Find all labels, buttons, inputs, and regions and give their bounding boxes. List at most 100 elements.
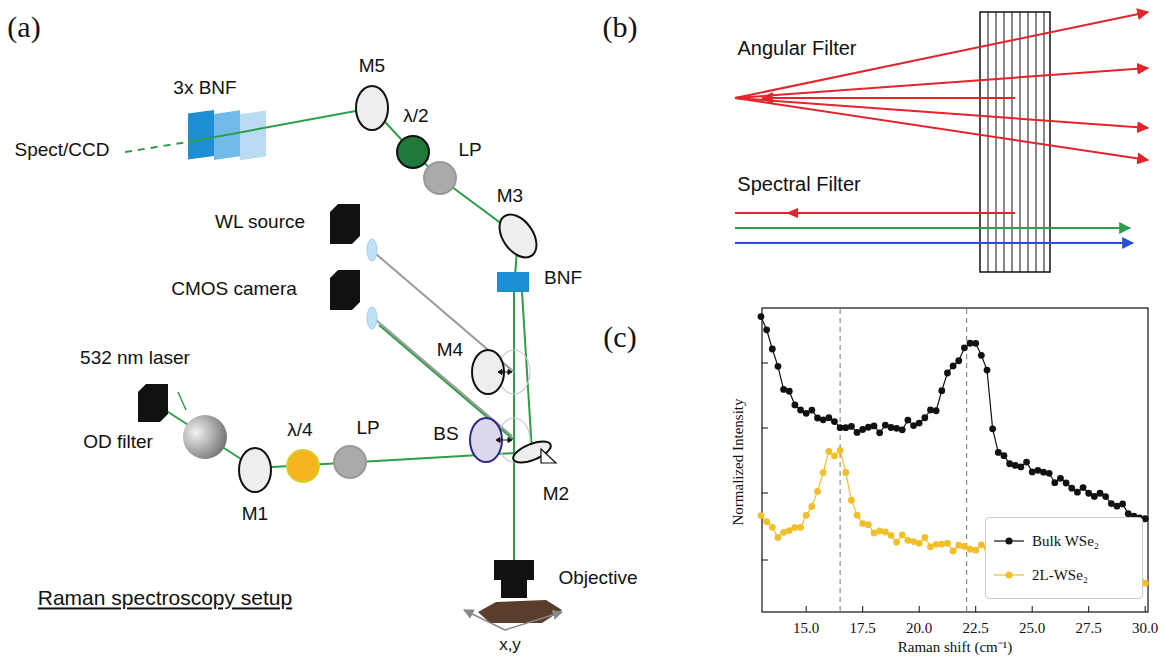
move-arrows <box>496 438 512 443</box>
tick-label: 27.5 <box>1076 620 1102 637</box>
x-tick <box>1145 606 1146 612</box>
data-point <box>921 414 928 421</box>
data-point <box>831 418 838 425</box>
spectral-rays <box>735 227 1130 229</box>
setup-title: Raman spectroscopy setup <box>38 586 292 609</box>
spectral-rays <box>786 208 798 218</box>
bnf-filter-stack <box>240 111 266 161</box>
data-point <box>775 534 782 541</box>
objective-and-stage <box>494 560 534 598</box>
legend-label: 2L-WSe₂ <box>1032 567 1088 584</box>
data-point <box>1023 459 1030 466</box>
data-point <box>808 407 815 414</box>
part-name: M1 <box>242 504 268 525</box>
data-point <box>842 424 849 431</box>
legend-label: Bulk WSe₂ <box>1032 533 1099 550</box>
data-point <box>848 423 855 430</box>
axis-name: x,y <box>499 636 521 655</box>
data-point <box>916 420 923 427</box>
data-point <box>820 469 827 476</box>
source-boxes <box>138 204 360 422</box>
panel-letter: (b) <box>603 10 638 43</box>
data-point <box>1102 493 1109 500</box>
linear-polarizer <box>334 446 366 478</box>
right-angle-mark <box>541 449 556 463</box>
data-point <box>758 512 765 519</box>
legend-dot <box>1005 571 1012 578</box>
white-light-path <box>376 254 514 436</box>
angular-rays <box>735 68 1148 98</box>
part-name: LP <box>356 418 379 439</box>
data-point <box>814 488 821 495</box>
series-bulk <box>758 313 1149 522</box>
filter-layer <box>1004 12 1005 272</box>
tick-label: 15.0 <box>793 620 819 637</box>
part-name: 532 nm laser <box>80 348 190 369</box>
data-point <box>1063 480 1070 487</box>
filter-layer <box>1012 12 1013 272</box>
mirror-m3 <box>492 208 544 265</box>
data-point <box>950 363 957 370</box>
angular-rays <box>735 12 1148 98</box>
data-point <box>882 529 889 536</box>
part-name: LP <box>458 140 481 161</box>
raman-plot <box>758 308 1149 612</box>
data-point <box>865 521 872 528</box>
od-filter <box>183 415 227 459</box>
linear-polarizer <box>424 162 456 194</box>
angular-rays <box>762 97 1015 99</box>
quarter-wave-plate <box>287 450 319 482</box>
data-line <box>761 317 1145 519</box>
move-arrows <box>496 370 512 443</box>
data-point <box>916 540 923 547</box>
bnf-filter <box>497 272 529 292</box>
data-point <box>967 546 974 553</box>
data-point <box>938 387 945 394</box>
filter-slab <box>980 12 1050 272</box>
data-point <box>803 512 810 519</box>
data-point <box>758 313 765 320</box>
y-tick <box>762 428 768 429</box>
laser-beam <box>125 142 188 152</box>
objective-and-stage <box>464 610 505 630</box>
half-wave-plate <box>397 136 429 168</box>
polarization-mark <box>178 392 186 410</box>
angular-rays <box>735 98 1148 128</box>
data-point <box>763 326 770 333</box>
data-point <box>961 344 968 351</box>
data-point <box>921 534 928 541</box>
part-name: BS <box>433 424 458 445</box>
x-tick <box>975 606 976 612</box>
laser-beam <box>372 108 518 236</box>
data-point <box>865 424 872 431</box>
legend-sample <box>994 534 1024 548</box>
guide-line <box>966 309 967 611</box>
panel-letter: (a) <box>7 10 40 43</box>
move-arrows <box>498 370 512 375</box>
data-point <box>763 518 770 525</box>
part-name: OD filter <box>83 432 153 453</box>
lenses <box>367 307 377 329</box>
data-point <box>888 532 895 539</box>
mirror-ghost <box>498 350 530 394</box>
data-point <box>899 426 906 433</box>
wl-source-box <box>330 204 360 244</box>
laser-beam <box>125 108 532 560</box>
data-point <box>899 531 906 538</box>
filter-name: Angular Filter <box>738 37 857 59</box>
x-tick <box>1032 606 1033 612</box>
tick-label: 22.5 <box>963 620 989 637</box>
data-point <box>792 402 799 409</box>
data-point <box>1001 452 1008 459</box>
data-point <box>825 448 832 455</box>
data-point <box>876 528 883 535</box>
tick-label: 20.0 <box>906 620 932 637</box>
data-point <box>978 352 985 359</box>
filter-layer <box>996 12 997 272</box>
spectral-rays <box>735 208 1133 243</box>
part-name: λ/4 <box>287 420 312 441</box>
data-point <box>1080 484 1087 491</box>
filter-slab <box>980 12 1050 272</box>
filter-layer <box>1036 12 1037 272</box>
filter-name: Spectral Filter <box>737 173 860 195</box>
